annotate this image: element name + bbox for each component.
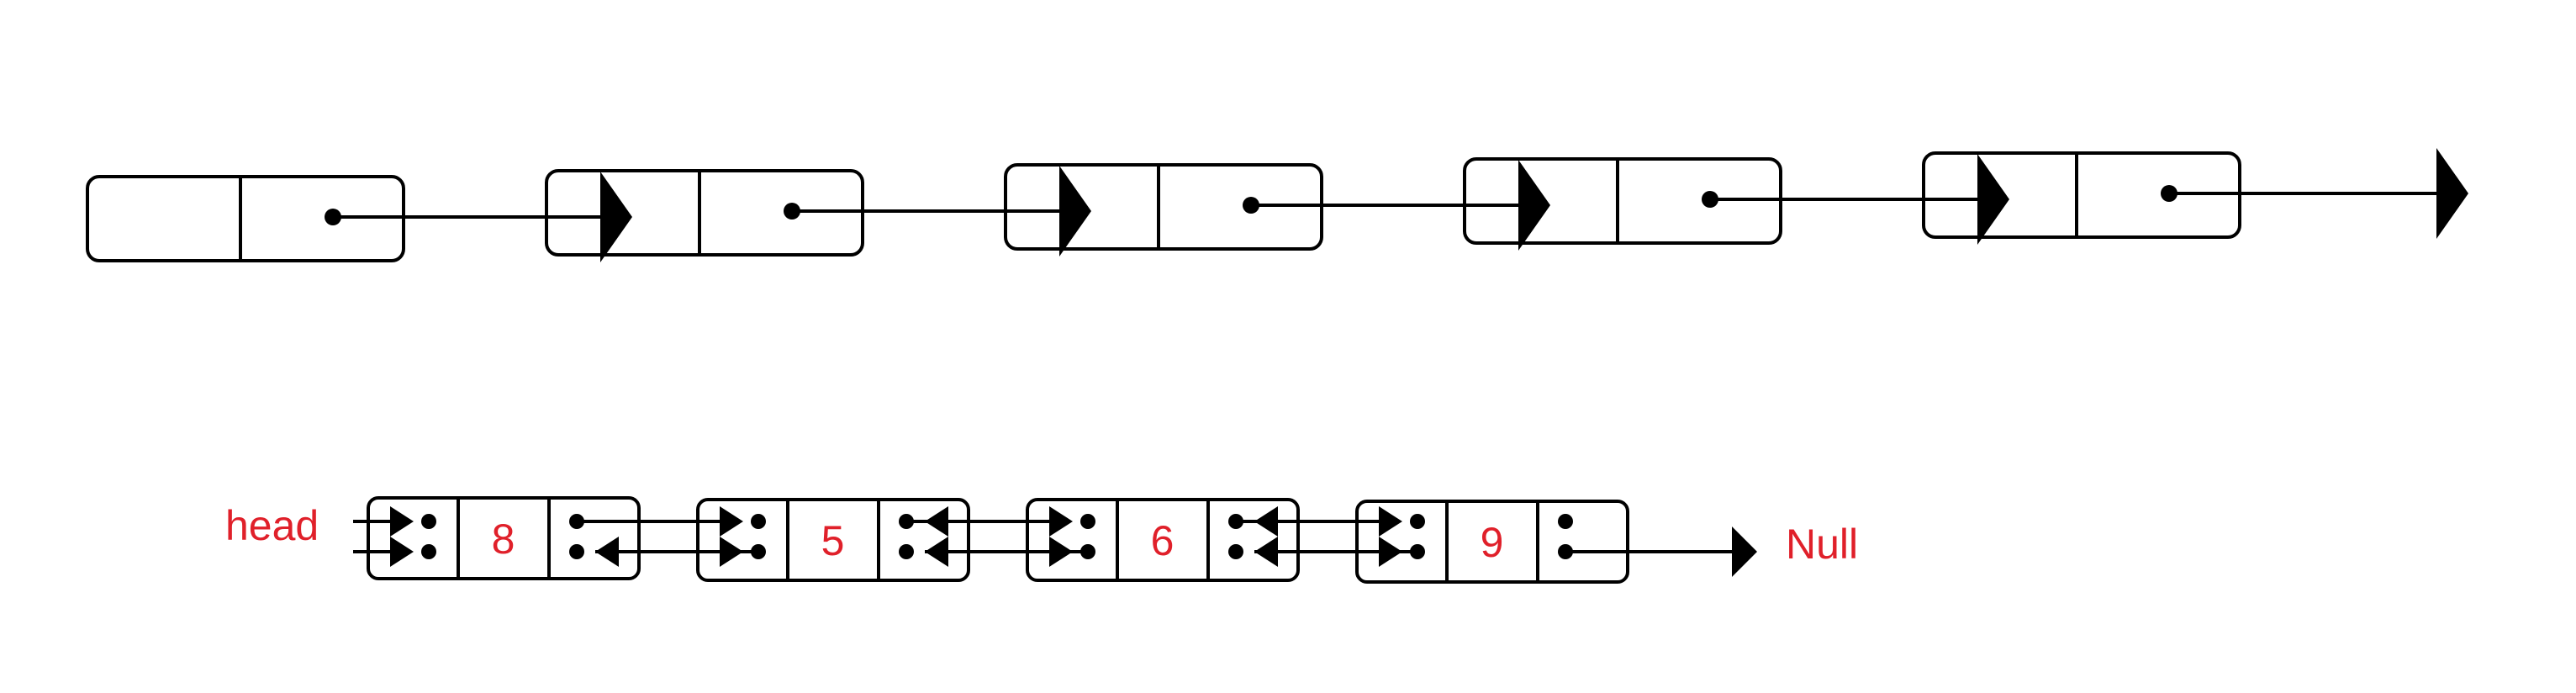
pointer-dot bbox=[899, 544, 914, 559]
pointer-dot bbox=[1410, 514, 1425, 529]
top-node bbox=[1463, 154, 2009, 245]
arrowhead bbox=[1518, 160, 1550, 251]
pointer-dot bbox=[751, 544, 766, 559]
dll-node: 5 bbox=[696, 498, 1088, 582]
node-value: 8 bbox=[492, 516, 515, 563]
arrowhead bbox=[1049, 537, 1073, 567]
arrowhead bbox=[1379, 506, 1402, 537]
node-box bbox=[367, 496, 641, 580]
arrowhead bbox=[1732, 526, 1757, 577]
head-label: head bbox=[225, 502, 319, 549]
null-label: Null bbox=[1786, 521, 1858, 568]
arrowhead bbox=[1049, 506, 1073, 537]
pointer-dot bbox=[1558, 514, 1573, 529]
top-node bbox=[86, 172, 632, 262]
arrowhead bbox=[1059, 166, 1091, 257]
singly-linked-list bbox=[86, 148, 2468, 262]
node-box bbox=[1026, 498, 1300, 582]
arrowhead bbox=[1977, 154, 2009, 245]
arrowhead bbox=[390, 506, 414, 537]
pointer-dot bbox=[751, 514, 766, 529]
top-node bbox=[1922, 148, 2468, 239]
top-node bbox=[545, 166, 1091, 257]
node-value: 5 bbox=[821, 517, 845, 564]
arrowhead bbox=[1379, 537, 1402, 567]
top-node bbox=[1004, 160, 1550, 251]
doubly-linked-list: 8 5 6 9 bbox=[353, 496, 1757, 584]
pointer-dot bbox=[421, 544, 436, 559]
arrowhead bbox=[390, 537, 414, 567]
arrowhead bbox=[720, 506, 743, 537]
node-value: 9 bbox=[1481, 519, 1504, 566]
dll-node: 9 bbox=[1355, 500, 1757, 584]
node-box bbox=[1355, 500, 1629, 584]
pointer-dot bbox=[421, 514, 436, 529]
pointer-dot bbox=[1080, 514, 1095, 529]
arrowhead bbox=[600, 172, 632, 262]
pointer-dot bbox=[1410, 544, 1425, 559]
node-box bbox=[696, 498, 970, 582]
arrowhead bbox=[2436, 148, 2468, 239]
pointer-dot bbox=[1080, 544, 1095, 559]
pointer-dot bbox=[1228, 544, 1243, 559]
pointer-dot bbox=[569, 544, 584, 559]
arrowhead bbox=[720, 537, 743, 567]
dll-node: 8 bbox=[367, 496, 758, 580]
node-value: 6 bbox=[1151, 517, 1175, 564]
dll-node: 6 bbox=[1026, 498, 1417, 582]
